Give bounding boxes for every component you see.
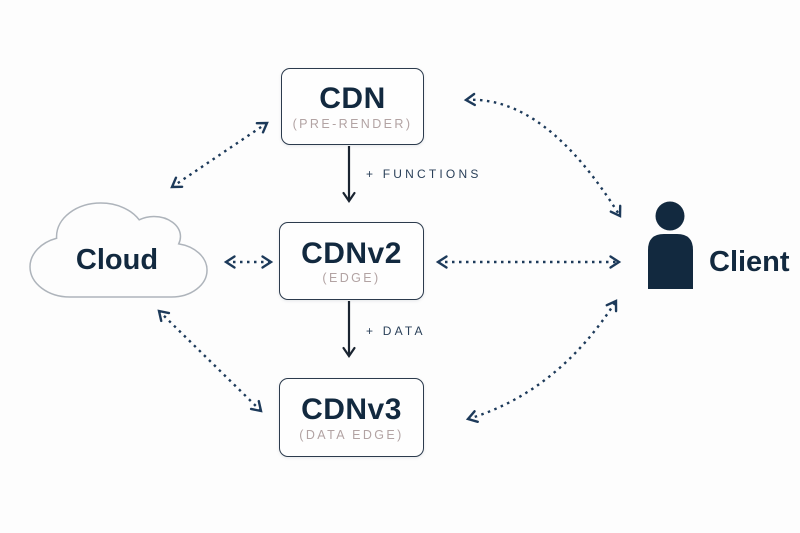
edge-label-data: + DATA [366,324,426,338]
edge-label-functions: + FUNCTIONS [366,167,482,181]
cloud-shape [30,203,207,297]
node-cdnv2-title: CDNv2 [301,236,402,270]
node-cdnv3: CDNv3 (DATA EDGE) [279,378,424,457]
node-cdn: CDN (PRE-RENDER) [281,68,424,145]
edge-cloud-cdn [170,121,269,189]
node-cdnv2: CDNv2 (EDGE) [279,222,424,300]
node-cdnv3-title: CDNv3 [301,393,402,426]
node-cdnv2-subtitle: (EDGE) [322,271,381,285]
node-cdnv3-subtitle: (DATA EDGE) [299,427,404,442]
node-cdn-title: CDN [319,82,386,115]
cloud-label: Cloud [75,244,159,276]
edge-cdnv3-client [465,299,618,424]
client-label: Client [709,246,790,278]
edge-cloud-cdnv3 [157,309,263,413]
node-cdn-subtitle: (PRE-RENDER) [292,116,413,131]
edge-cdn-client [463,92,622,218]
person-icon [648,201,693,289]
